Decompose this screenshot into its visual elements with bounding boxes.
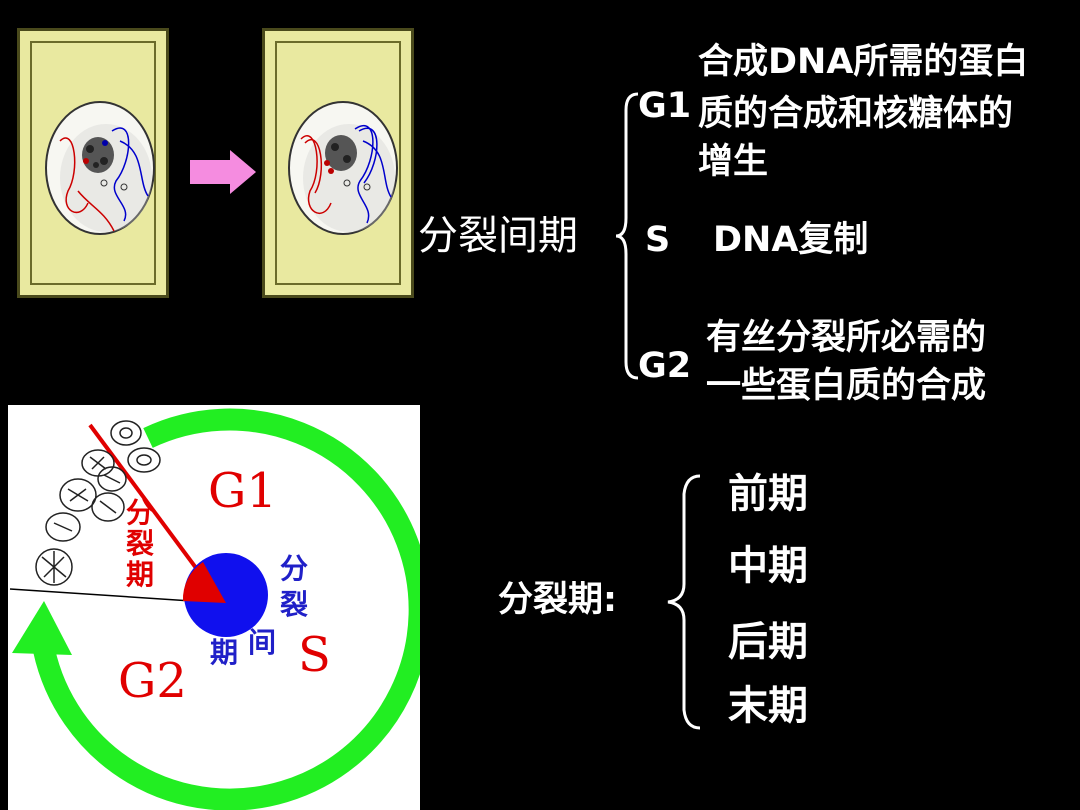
g2-desc-line-2: 一些蛋白质的合成 bbox=[706, 366, 987, 406]
cell-wall bbox=[275, 41, 401, 285]
stage-anaphase: 后期 bbox=[728, 619, 808, 665]
interphase-char-fen: 分 bbox=[279, 552, 308, 585]
cycle-s-label: S bbox=[298, 627, 331, 683]
cell-wall bbox=[30, 41, 156, 285]
mitosis-title: 分裂期: bbox=[498, 580, 617, 620]
stage-telophase: 末期 bbox=[728, 683, 808, 729]
cell-after bbox=[262, 28, 414, 298]
cell-before bbox=[17, 28, 169, 298]
interphase-char-jian: 间 bbox=[247, 626, 276, 659]
mitosis-char-1: 分 bbox=[125, 496, 154, 529]
g1-desc-line-2: 质的合成和核糖体的 bbox=[698, 94, 1014, 134]
interphase-brace bbox=[615, 92, 639, 380]
g1-desc-line-3: 增生 bbox=[698, 142, 769, 182]
stage-prophase: 前期 bbox=[728, 471, 808, 517]
g2-label: G2 bbox=[638, 346, 692, 386]
mitosis-brace bbox=[667, 474, 701, 730]
cycle-graphics bbox=[9, 408, 420, 810]
s-label: S bbox=[645, 220, 671, 260]
stage-metaphase: 中期 bbox=[728, 543, 808, 589]
mitosis-char-2: 裂 bbox=[125, 527, 154, 560]
mitosis-char-3: 期 bbox=[125, 558, 154, 591]
cycle-mitosis-vertical-label: 分 裂 期 bbox=[124, 497, 156, 590]
nucleus-before bbox=[45, 101, 155, 235]
cycle-g2-label: G2 bbox=[118, 653, 187, 709]
mitotic-cells bbox=[35, 420, 161, 586]
transition-arrow bbox=[190, 150, 256, 194]
g1-label: G1 bbox=[638, 86, 692, 126]
cycle-arrow-head bbox=[12, 601, 72, 655]
cell-cycle-diagram: G1 G2 S 分 裂 期 分 裂 间 期 bbox=[8, 405, 420, 810]
cycle-g1-label: G1 bbox=[208, 463, 277, 519]
interphase-char-lie: 裂 bbox=[279, 588, 308, 621]
g2-desc-line-1: 有丝分裂所必需的 bbox=[706, 318, 987, 358]
nucleus-after bbox=[288, 101, 398, 235]
interphase-title: 分裂间期 bbox=[418, 213, 578, 259]
g1-desc-line-1: 合成DNA所需的蛋白 bbox=[698, 42, 1029, 82]
s-desc: DNA复制 bbox=[713, 220, 869, 260]
interphase-char-qi: 期 bbox=[209, 636, 238, 669]
